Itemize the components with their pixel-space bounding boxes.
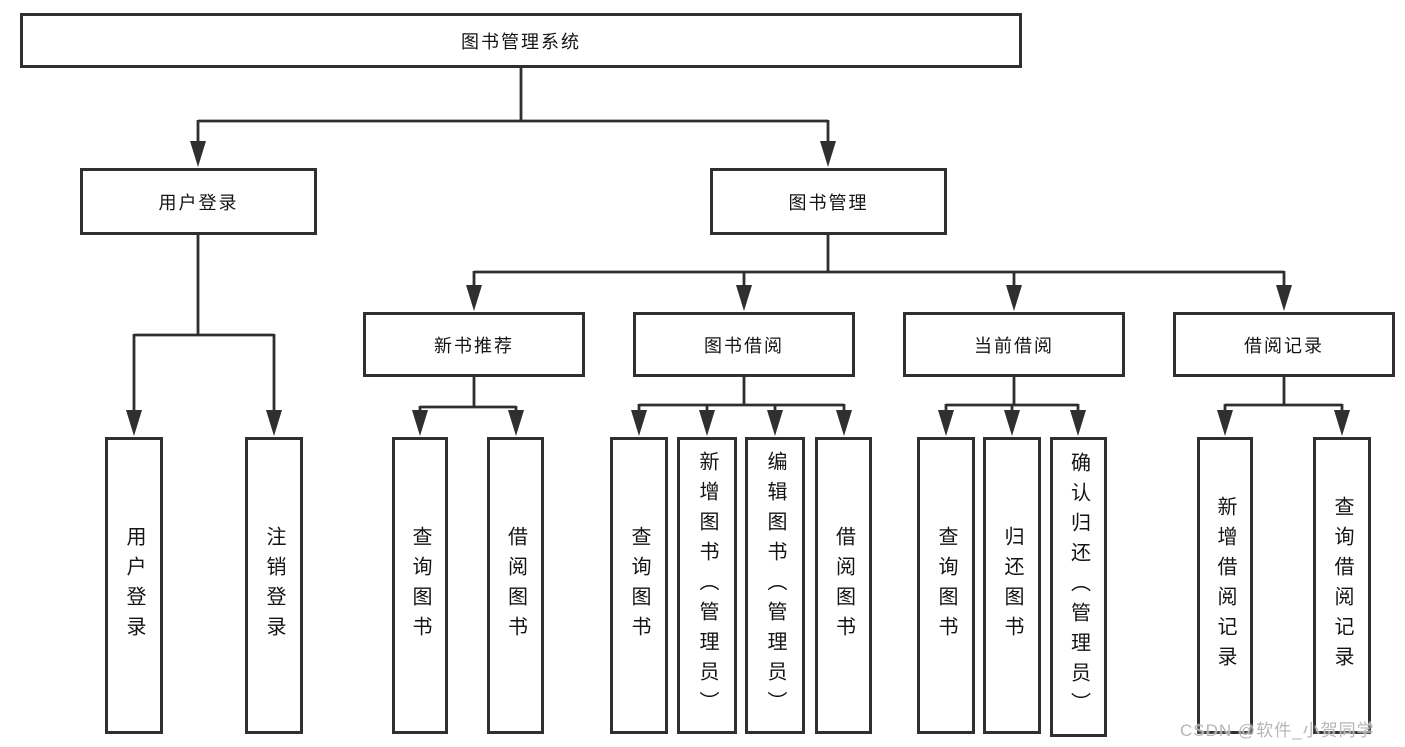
csdn-watermark: CSDN @软件_小贺同学 <box>1180 721 1375 740</box>
leaf-logout: 注销登录 <box>245 437 303 734</box>
leaf-confirm-return-admin: 确认归还（管理员） <box>1050 437 1107 737</box>
node-book-management: 图书管理 <box>710 168 947 235</box>
leaf-borrow-books-newbook: 借阅图书 <box>487 437 544 734</box>
connector-user-login-children <box>126 235 282 436</box>
node-new-book-recommend: 新书推荐 <box>363 312 585 377</box>
leaf-add-borrow-record: 新增借阅记录 <box>1197 437 1253 734</box>
node-library-management-system: 图书管理系统 <box>20 13 1022 68</box>
leaf-query-books-newbook: 查询图书 <box>392 437 448 734</box>
node-user-login: 用户登录 <box>80 168 317 235</box>
node-borrow-record: 借阅记录 <box>1173 312 1395 377</box>
leaf-add-books-admin: 新增图书（管理员） <box>677 437 737 734</box>
leaf-return-books: 归还图书 <box>983 437 1041 734</box>
connector-borrow-record-children <box>1217 377 1350 436</box>
leaf-query-books-current: 查询图书 <box>917 437 975 734</box>
node-current-borrow: 当前借阅 <box>903 312 1125 377</box>
node-book-borrow: 图书借阅 <box>633 312 855 377</box>
connector-new-book-children <box>412 377 524 436</box>
leaf-borrow-books: 借阅图书 <box>815 437 872 734</box>
leaf-user-login: 用户登录 <box>105 437 163 734</box>
connector-book-borrow-children <box>631 377 852 436</box>
connector-current-borrow-children <box>938 377 1086 436</box>
leaf-edit-books-admin: 编辑图书（管理员） <box>745 437 805 734</box>
leaf-query-borrow-record: 查询借阅记录 <box>1313 437 1371 734</box>
connector-book-management-to-level3 <box>466 235 1292 311</box>
connector-root-to-level2 <box>190 68 836 167</box>
leaf-query-books-borrow: 查询图书 <box>610 437 668 734</box>
